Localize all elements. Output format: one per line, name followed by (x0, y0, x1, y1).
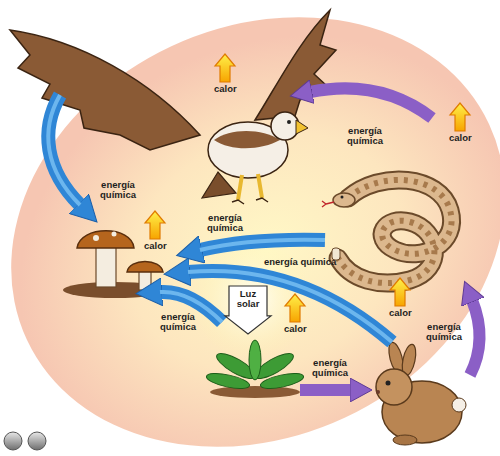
snake-tongue (322, 201, 334, 207)
plant-leaf (205, 371, 251, 392)
snake-eye (341, 196, 344, 199)
heat-arrow (285, 294, 305, 322)
soil (210, 386, 300, 398)
arrow-highlight (200, 240, 325, 250)
sunlight-arrow: Luz solar (225, 286, 271, 334)
flow-label: energía química (152, 312, 204, 333)
snake-body (338, 180, 452, 283)
flow-label: energía química (264, 257, 336, 267)
energy-arrow (310, 88, 432, 118)
energy-arrow (200, 240, 325, 250)
energy-arrow (300, 384, 352, 396)
rabbit-head (376, 369, 412, 405)
heat-arrow (215, 54, 235, 82)
heat-arrow (145, 211, 165, 239)
flow-label: energía química (92, 180, 144, 201)
mushroom-cap (127, 262, 163, 273)
mushroom-spot (93, 235, 99, 241)
flow-label: energía química (304, 358, 356, 379)
flow-label: energía química (339, 126, 391, 147)
eagle-head (271, 112, 299, 140)
flow-label: energía química (199, 213, 251, 234)
eagle-wing (10, 30, 200, 150)
plant-leaf (249, 340, 261, 380)
mushroom-stem (139, 270, 151, 290)
flow-label: calor (449, 133, 472, 143)
eagle-eye (287, 120, 291, 124)
flow-label: calor (214, 84, 237, 94)
mushroom-spot (112, 232, 117, 237)
flow-label: calor (284, 324, 307, 334)
snake-outline (338, 180, 452, 283)
corner-icon (4, 432, 22, 450)
corner-icon (28, 432, 46, 450)
eagle-legs (238, 174, 262, 200)
heat-arrow (390, 278, 410, 306)
rabbit-nose (376, 390, 380, 394)
eagle-beak (296, 120, 308, 134)
energy-arrow (188, 271, 392, 342)
snake-head (333, 193, 355, 207)
heat-arrow (450, 103, 470, 131)
energy-arrow (48, 95, 80, 205)
flow-label: calor (144, 241, 167, 251)
rabbit-tail (452, 398, 466, 412)
eagle-wing (255, 10, 336, 120)
rabbit-eye (386, 381, 391, 386)
energy-arrow (470, 300, 480, 375)
eagle-back (214, 131, 280, 148)
mushroom-stem (96, 245, 116, 287)
snake-pattern (338, 180, 452, 283)
flow-label: energía química (418, 322, 470, 343)
rabbit-paw (393, 435, 417, 445)
arrow-highlight (188, 271, 392, 342)
flow-label: calor (389, 308, 412, 318)
plant-leaf (259, 371, 305, 392)
node-text: Luz solar (230, 286, 266, 310)
arrow-outline (225, 286, 271, 334)
eagle-talons (232, 198, 268, 204)
mushroom-cap (77, 231, 134, 248)
arrow-highlight (48, 95, 80, 205)
